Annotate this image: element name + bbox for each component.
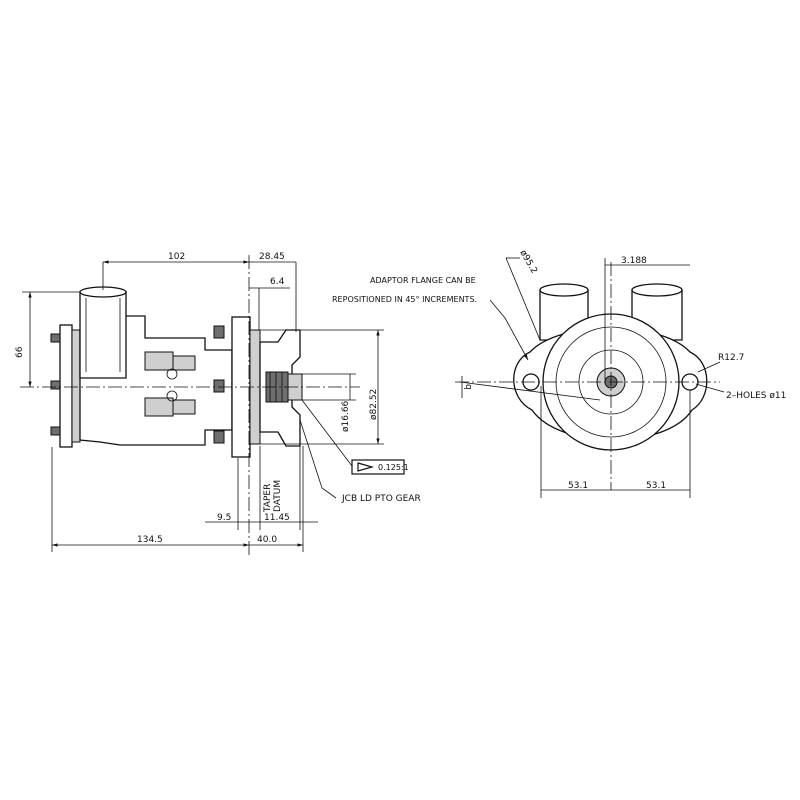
dim-82-52: ø82.52 bbox=[369, 389, 379, 420]
taper-label: TAPER bbox=[263, 484, 273, 513]
dim-11-45: 11.45 bbox=[264, 513, 290, 523]
housing-lower bbox=[144, 397, 174, 417]
dim-53-1-left: 53.1 bbox=[568, 481, 588, 491]
front-view: q ø95.2 3.188 ADAPTOR FLANGE CAN BE REPO… bbox=[332, 249, 786, 498]
dim-134-5: 134.5 bbox=[137, 535, 163, 545]
port-tube bbox=[79, 291, 127, 379]
adaptor-note-line-2: REPOSITIONED IN 45° INCREMENTS. bbox=[332, 295, 477, 304]
holes-callout: 2–HOLES ø11 bbox=[726, 391, 786, 401]
taper-ratio: 0.125:1 bbox=[378, 463, 409, 472]
front-bolt-bottom bbox=[213, 430, 225, 444]
gear-callout: JCB LD PTO GEAR bbox=[341, 494, 421, 504]
side-view: 102 28.45 6.4 66 ø82.52 ø16.66 TAPER DAT… bbox=[15, 252, 421, 555]
datum-label: DATUM bbox=[273, 480, 283, 512]
dim-40-0: 40.0 bbox=[257, 535, 277, 545]
taper-ratio-box bbox=[351, 459, 405, 475]
dim-95-2: ø95.2 bbox=[517, 249, 538, 276]
dim-102: 102 bbox=[168, 252, 185, 262]
dim-r12-7: R12.7 bbox=[718, 353, 744, 363]
housing-upper bbox=[144, 351, 174, 371]
bolt-head-top bbox=[50, 333, 61, 343]
rear-flange-gasket bbox=[71, 329, 81, 443]
angle-label: q bbox=[463, 384, 473, 390]
dim-9-5: 9.5 bbox=[217, 513, 231, 523]
front-bolt-top bbox=[213, 325, 225, 339]
dim-6-4: 6.4 bbox=[270, 277, 285, 287]
port-left-opening bbox=[539, 283, 589, 297]
bolt-head-bottom bbox=[50, 426, 61, 436]
dim-66: 66 bbox=[15, 346, 25, 358]
port-right-opening bbox=[631, 283, 683, 297]
dim-3-188: 3.188 bbox=[621, 256, 647, 266]
dim-28-45: 28.45 bbox=[259, 252, 285, 262]
seal-lower bbox=[172, 399, 196, 415]
front-bolt-middle bbox=[213, 379, 225, 393]
bolt-head-middle bbox=[50, 380, 61, 390]
adaptor-note-line-1: ADAPTOR FLANGE CAN BE bbox=[370, 276, 476, 285]
angle-ref-line bbox=[459, 381, 601, 401]
rear-flange-plate bbox=[59, 324, 73, 448]
dim-53-1-right: 53.1 bbox=[646, 481, 666, 491]
dim-16-66: ø16.66 bbox=[341, 400, 351, 432]
seal-upper bbox=[172, 355, 196, 371]
